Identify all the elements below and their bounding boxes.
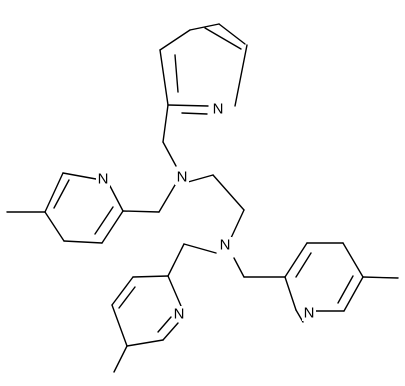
bond — [233, 257, 245, 278]
atom-n-ring-left: N — [96, 171, 110, 188]
atom-label: N — [177, 169, 188, 186]
bond — [109, 185, 124, 212]
bond — [113, 345, 128, 373]
atom-label: N — [220, 237, 231, 254]
atom-n-ring-bottom-left: N — [172, 306, 186, 323]
atom-n-amine-lower: N — [218, 237, 232, 254]
bond — [159, 29, 191, 51]
bond — [167, 243, 185, 277]
atom-label: N — [213, 101, 224, 118]
bond — [187, 174, 214, 183]
bonds — [6, 23, 399, 373]
bond — [158, 184, 176, 213]
bond — [122, 210, 160, 213]
bond — [94, 206, 114, 235]
bond — [132, 275, 169, 278]
bond — [342, 242, 364, 278]
bond — [204, 27, 242, 50]
bond — [337, 275, 354, 304]
bond — [284, 242, 308, 278]
bond — [162, 141, 177, 167]
bond — [111, 304, 128, 347]
bond — [101, 210, 124, 244]
atom-label: N — [98, 171, 109, 188]
bond — [162, 322, 179, 341]
bond — [111, 276, 134, 306]
bond — [295, 252, 312, 278]
bond — [189, 23, 220, 31]
bond — [53, 179, 70, 209]
bond — [212, 174, 245, 211]
bond — [44, 172, 64, 213]
atom-labels: N N N N N N — [96, 101, 316, 323]
bond — [174, 54, 179, 93]
atom-label: N — [304, 305, 315, 322]
bond — [167, 104, 209, 107]
bond — [118, 286, 136, 309]
bond — [230, 209, 245, 239]
bond — [126, 339, 164, 347]
atom-n-ring-top: N — [211, 101, 225, 118]
bond — [234, 44, 248, 107]
bond — [181, 112, 208, 115]
bond — [284, 276, 297, 311]
bond — [62, 172, 97, 180]
bond — [159, 49, 169, 106]
bond — [218, 23, 246, 45]
bond — [295, 309, 304, 323]
bond — [362, 276, 399, 279]
atom-label: N — [174, 306, 185, 323]
bond — [162, 104, 169, 143]
atom-n-amine-upper: N — [175, 169, 189, 186]
bond — [183, 243, 217, 254]
bond — [44, 211, 65, 242]
bond — [167, 275, 182, 307]
bond — [157, 316, 172, 333]
bond — [343, 276, 364, 312]
atom-n-ring-bottom-right: N — [302, 305, 316, 322]
bond — [63, 240, 103, 244]
